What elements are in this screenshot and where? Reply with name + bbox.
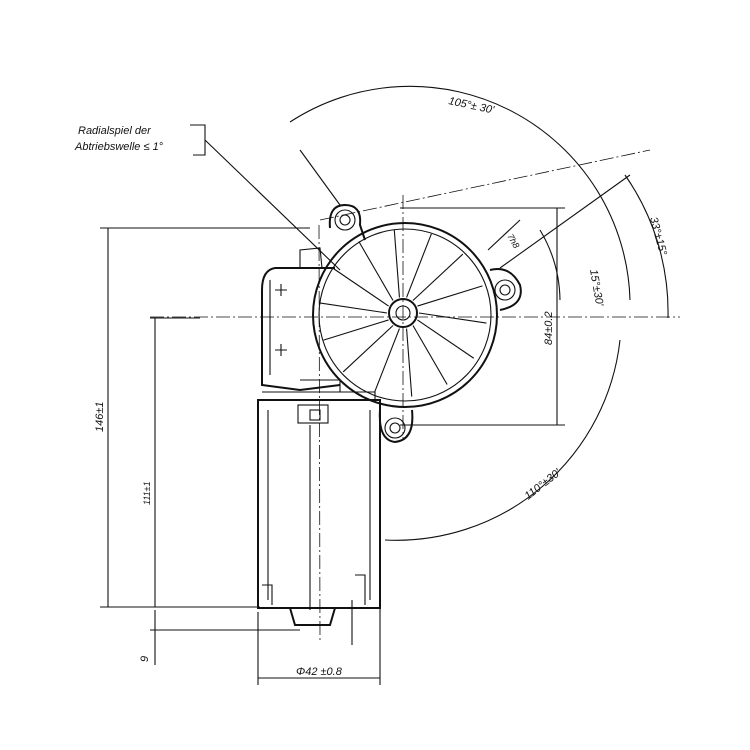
gear-spoke: [412, 253, 464, 301]
gear-spoke: [412, 325, 448, 385]
shaft-height-label: 111±1: [142, 481, 152, 505]
gear-spoke: [417, 285, 483, 307]
note-line-1: Radialspiel der: [78, 125, 152, 137]
labels: Radialspiel der Abtriebswelle ≤ 1° 105°±…: [74, 95, 669, 678]
angle-top-label: 105°± 30': [447, 95, 496, 117]
gear-spoke: [406, 233, 432, 298]
gear-spoke: [393, 229, 400, 298]
gear-spoke: [358, 241, 394, 301]
motor-body: [257, 379, 381, 645]
overall-height-label: 146±1: [94, 401, 106, 432]
gear-spoke: [374, 328, 400, 393]
gear-spoke: [418, 312, 487, 324]
gear-spoke: [406, 328, 413, 397]
center-lines: [150, 149, 680, 641]
lug-spacing-label: 84±0.2: [543, 311, 555, 345]
diameter-label: Φ42 ±0.8: [296, 666, 343, 678]
shaft-fit-label: 7h8: [505, 232, 521, 250]
dimension-lines: [100, 85, 669, 685]
gear-spoke: [417, 319, 475, 359]
gear-spoke: [342, 325, 394, 373]
angle-outer-label: 33°±15°: [647, 216, 669, 258]
bottom-offset-label: 9: [139, 656, 151, 662]
side-housing: [261, 247, 341, 392]
note-line-2: Abtriebswelle ≤ 1°: [74, 141, 164, 153]
mounting-lugs: [328, 203, 522, 444]
gear-housing: [312, 222, 498, 408]
gear-spoke: [319, 302, 388, 314]
gear-spoke: [331, 267, 389, 307]
angle-inner-label: 15°±30': [587, 268, 605, 307]
gear-spoke: [323, 319, 389, 341]
angle-bottom-label: 110°±30': [522, 466, 563, 502]
